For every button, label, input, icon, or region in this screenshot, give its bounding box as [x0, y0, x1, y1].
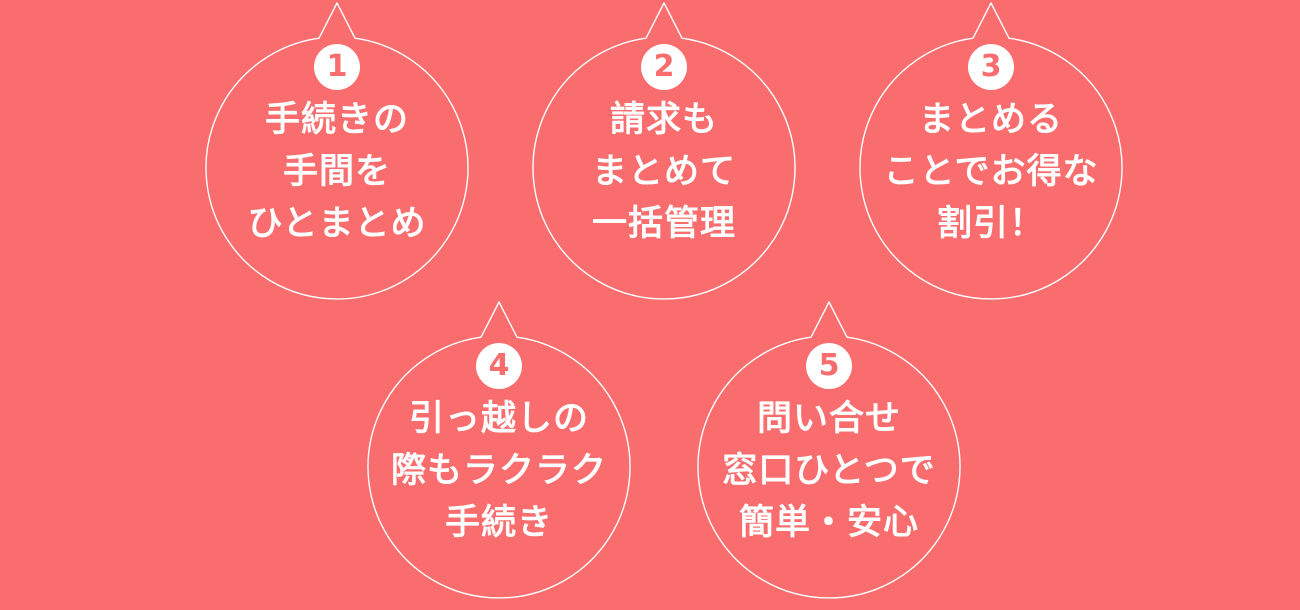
bubble-number-badge: 4 — [476, 343, 522, 389]
feature-bubble-1: 1 手続きの 手間を ひとまとめ — [201, 0, 473, 300]
speech-bubble-outline-icon — [697, 301, 961, 599]
bubble-number-badge: 1 — [314, 44, 360, 90]
speech-bubble-outline-icon — [205, 2, 469, 300]
bubble-number-badge: 3 — [968, 44, 1014, 90]
bubble-text-line: まとめて — [591, 152, 736, 192]
bubble-text-line: 簡単・安心 — [738, 503, 919, 543]
bubble-text-line: ことでお得な — [883, 152, 1099, 192]
bubble-text-line: まとめる — [918, 100, 1063, 140]
bubble-text-line: 問い合せ — [756, 399, 901, 439]
speech-bubble-outline-icon — [532, 2, 796, 300]
bubble-number-badge: 5 — [806, 343, 852, 389]
feature-bubble-3: 3 まとめる ことでお得な 割引！ — [855, 0, 1127, 300]
bubble-text-line: 一括管理 — [591, 204, 736, 244]
bubble-text-line: 手続きの — [264, 100, 409, 140]
speech-bubble-outline-icon — [367, 301, 631, 599]
bubble-number: 5 — [818, 348, 840, 383]
bubble-text-line: 窓口ひとつで — [722, 451, 936, 491]
feature-bubble-4: 4 引っ越しの 際もラクラク 手続き — [363, 299, 635, 599]
speech-bubble-outline-icon — [859, 2, 1123, 300]
bubble-text-line: 引っ越しの — [408, 399, 589, 439]
feature-bubble-5: 5 問い合せ 窓口ひとつで 簡単・安心 — [693, 299, 965, 599]
bubble-text-line: 手間を — [282, 152, 391, 192]
bubble-number: 2 — [653, 49, 675, 84]
bubble-text-line: ひとまとめ — [247, 204, 427, 244]
bubble-text-line: 際もラクラク — [390, 451, 607, 491]
bubble-number-badge: 2 — [641, 44, 687, 90]
bubble-text-line: 割引！ — [936, 204, 1045, 244]
bubble-text-line: 請求も — [609, 100, 718, 140]
bubble-text-line: 手続き — [444, 503, 553, 543]
bubble-number: 1 — [326, 49, 348, 84]
bubble-number: 3 — [980, 49, 1002, 84]
feature-bubble-2: 2 請求も まとめて 一括管理 — [528, 0, 800, 300]
bubble-number: 4 — [488, 348, 510, 383]
